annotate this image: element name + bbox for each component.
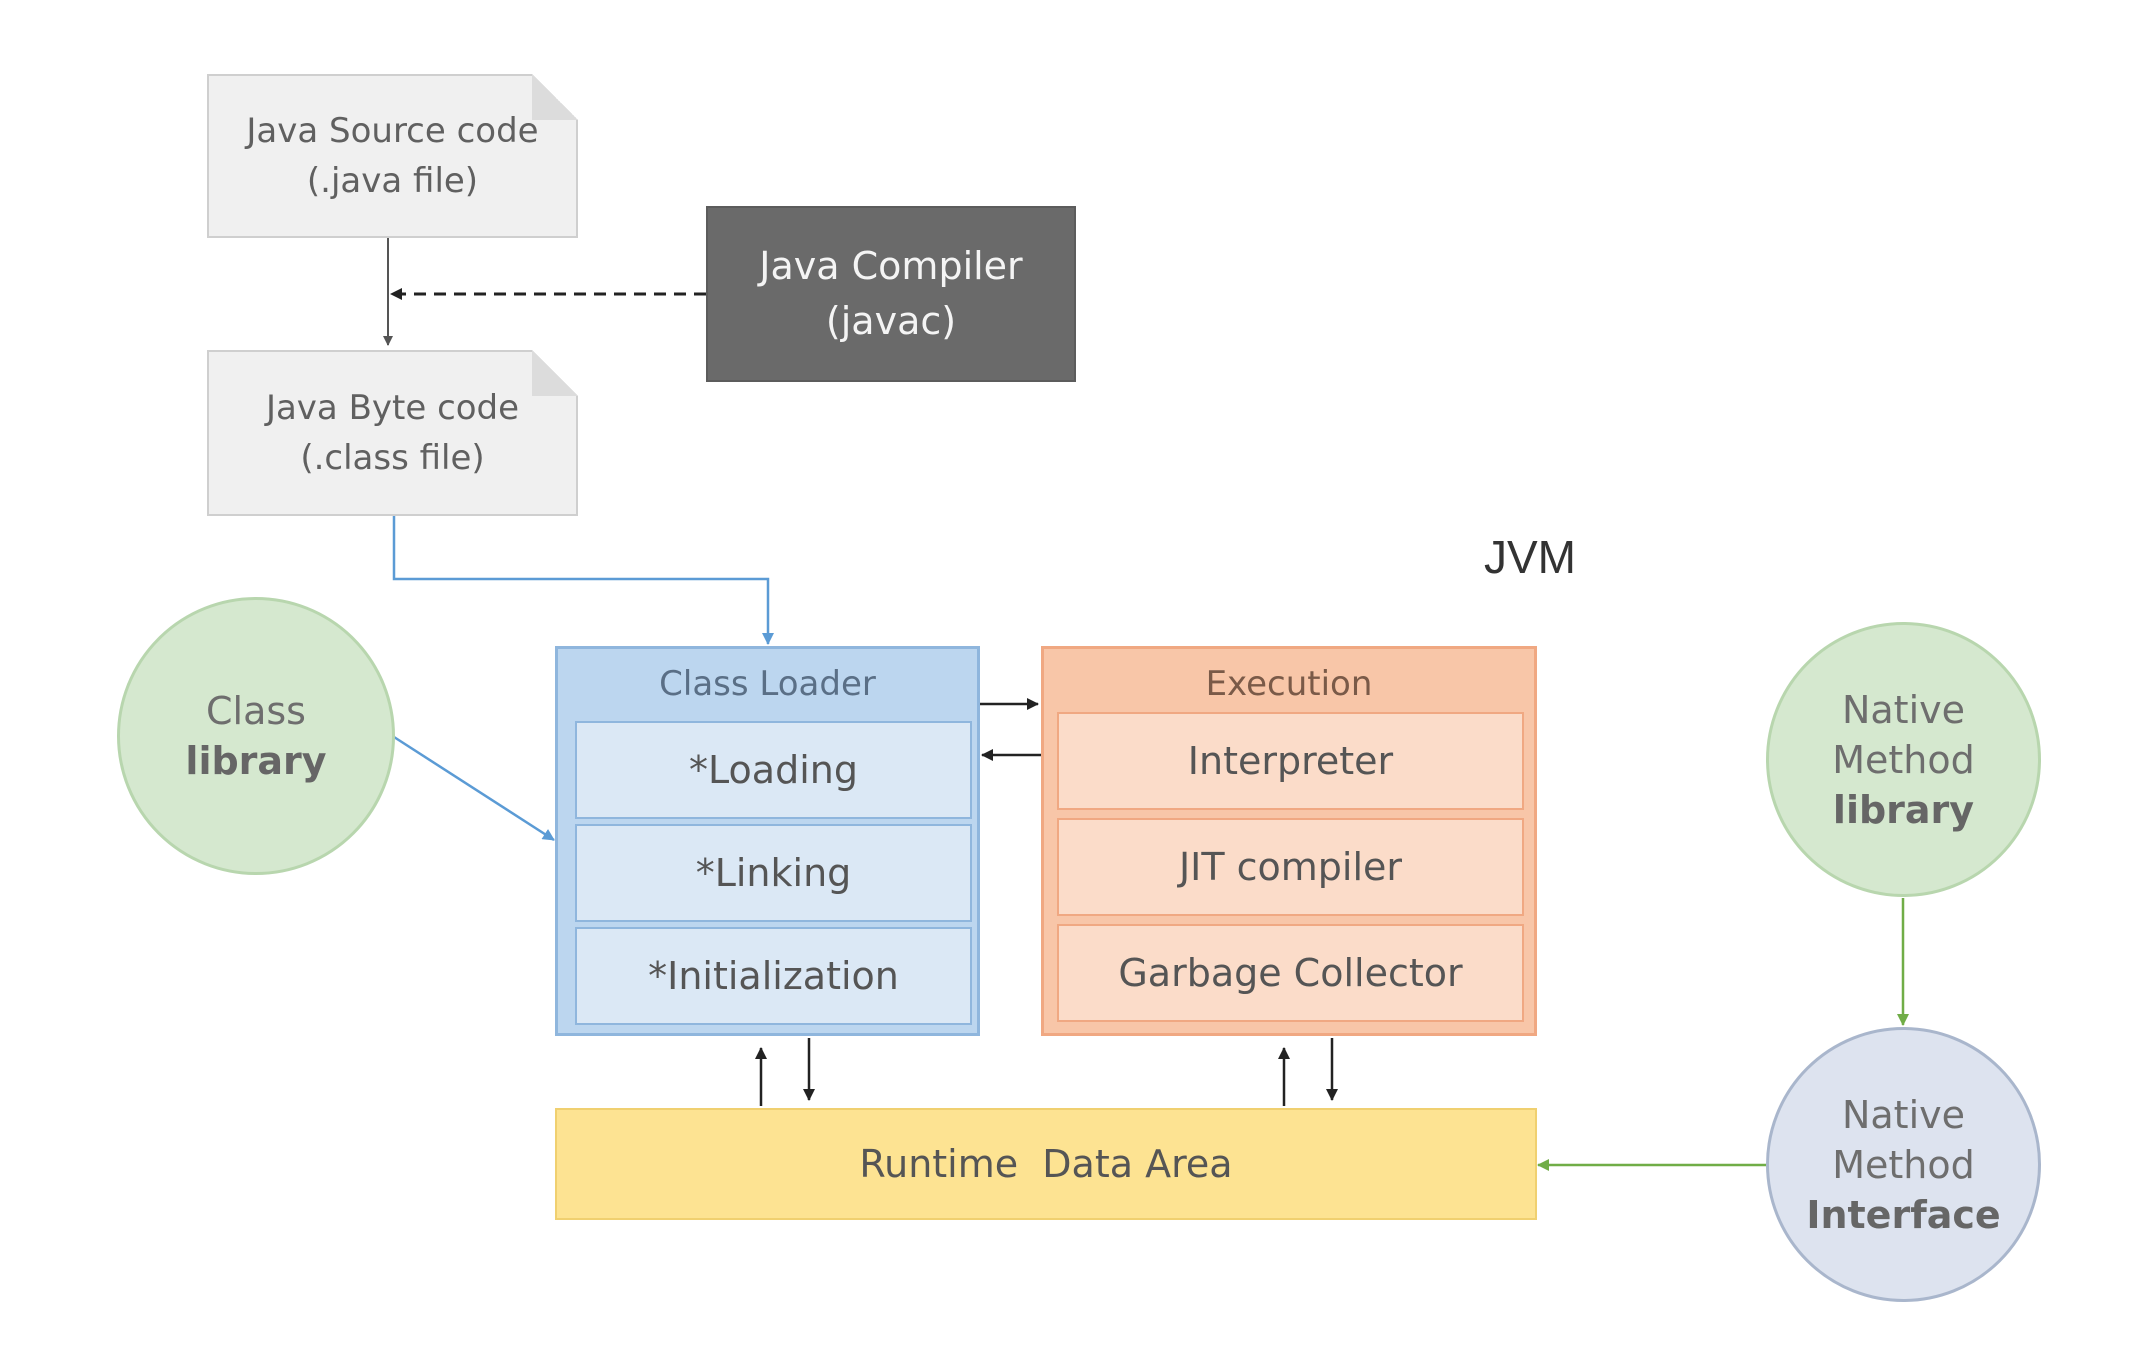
byte-code-line1: Java Byte code bbox=[265, 388, 520, 428]
native-interface-line2: Method bbox=[1832, 1142, 1975, 1187]
runtime-data-area: Runtime Data Area bbox=[555, 1108, 1537, 1220]
execution-title: Execution bbox=[1205, 664, 1373, 704]
execution-panel: Execution Interpreter JIT compiler Garba… bbox=[1041, 646, 1537, 1036]
jit-compiler-block: JIT compiler bbox=[1057, 818, 1524, 916]
runtime-data-area-label: Runtime Data Area bbox=[859, 1142, 1233, 1186]
jvm-label: JVM bbox=[1484, 531, 1576, 583]
native-method-interface-circle: Native Method Interface bbox=[1766, 1027, 2041, 1302]
native-library-line3: library bbox=[1832, 787, 1975, 832]
java-source-code-node: Java Source code (.java file) bbox=[207, 74, 578, 238]
page-fold-icon bbox=[532, 350, 578, 396]
java-compiler-node: Java Compiler (javac) bbox=[706, 206, 1076, 382]
native-library-line1: Native bbox=[1841, 687, 1966, 732]
source-code-line1: Java Source code bbox=[246, 111, 539, 151]
native-interface-line1: Native bbox=[1841, 1092, 1966, 1137]
class-loader-panel: Class Loader *Loading *Linking *Initiali… bbox=[555, 646, 980, 1036]
byte-code-line2: (.class file) bbox=[300, 438, 485, 478]
compiler-line2: (javac) bbox=[825, 299, 957, 343]
library-to-loader-arrow bbox=[393, 735, 555, 842]
class-library-circle: Class library bbox=[117, 597, 395, 875]
native-method-library-circle: Native Method library bbox=[1766, 622, 2041, 897]
compiler-line1: Java Compiler bbox=[759, 244, 1023, 288]
bytecode-to-loader-arrow bbox=[392, 516, 774, 645]
loading-step: *Loading bbox=[575, 721, 972, 819]
page-fold-icon bbox=[532, 74, 578, 120]
linking-step: *Linking bbox=[575, 824, 972, 922]
interpreter-block: Interpreter bbox=[1057, 712, 1524, 810]
native-library-line2: Method bbox=[1832, 737, 1975, 782]
source-code-line2: (.java file) bbox=[306, 161, 479, 201]
class-library-line2: library bbox=[185, 739, 327, 783]
garbage-collector-block: Garbage Collector bbox=[1057, 924, 1524, 1022]
class-library-line1: Class bbox=[206, 689, 306, 733]
class-loader-title: Class Loader bbox=[659, 664, 876, 704]
java-byte-code-node: Java Byte code (.class file) bbox=[207, 350, 578, 516]
initialization-step: *Initialization bbox=[575, 927, 972, 1025]
native-interface-line3: Interface bbox=[1806, 1192, 2001, 1237]
